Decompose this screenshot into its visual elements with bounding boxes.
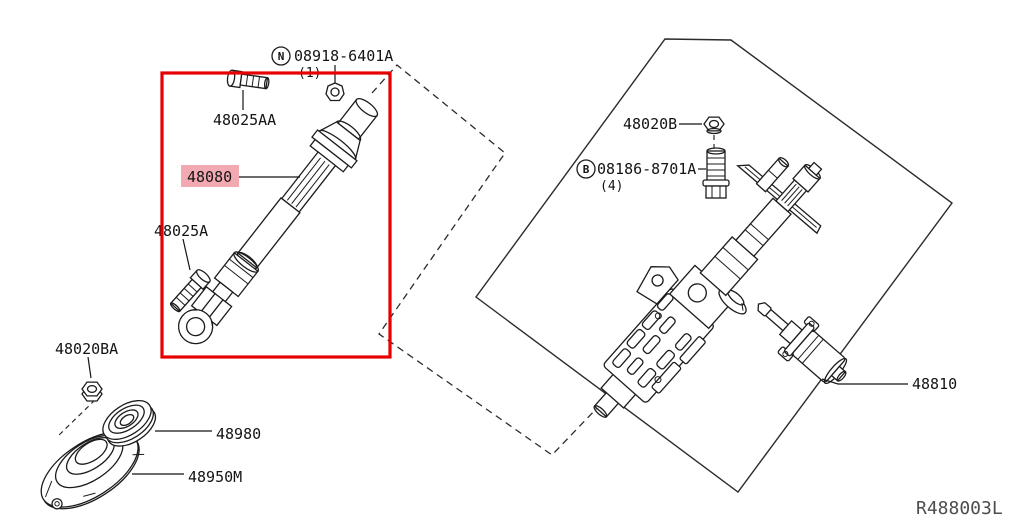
- nut-08918-drawing: [325, 82, 345, 102]
- quantity-b: (4): [600, 179, 623, 194]
- bolt-48025a-drawing: [169, 269, 211, 313]
- part-label-48080: 48080: [187, 168, 232, 186]
- seal-48980-drawing: [102, 399, 157, 447]
- solid-plane-outline: [475, 38, 953, 493]
- part-label-48025a: 48025A: [154, 222, 208, 240]
- highlighted-part-label-48080[interactable]: 48080: [181, 165, 239, 187]
- bolt-08186-drawing: [702, 147, 730, 199]
- callout-bolt-b: B 08186-8701A (4): [576, 159, 696, 194]
- label-highlight-bg: [181, 165, 239, 187]
- tilt-motor-drawing: [757, 302, 848, 385]
- nut-48020b-drawing: [703, 116, 725, 135]
- dashed-plane-outline: [371, 64, 622, 456]
- callout-symbol-b: B: [583, 163, 590, 176]
- part-label-48020ba: 48020BA: [55, 340, 118, 358]
- part-label-48980: 48980: [216, 425, 261, 443]
- diagram-reference-code: R488003L: [916, 498, 1003, 519]
- callout-symbol-n: N: [278, 50, 285, 63]
- leader-lines: [87, 65, 908, 475]
- part-label-48950m: 48950M: [188, 468, 242, 486]
- intermediate-shaft-drawing: [177, 98, 379, 345]
- highlight-selection-box: [160, 71, 392, 359]
- steering-column-drawing: [593, 157, 823, 418]
- callout-nut-n: N 08918-6401A (1): [271, 46, 393, 81]
- part-label-08918-6401a: 08918-6401A: [294, 47, 393, 65]
- part-label-48020b: 48020B: [623, 115, 677, 133]
- part-label-48025aa: 48025AA: [213, 111, 276, 129]
- part-label-08186-8701a: 08186-8701A: [597, 160, 696, 178]
- part-label-48810: 48810: [912, 375, 957, 393]
- nut-48020ba-drawing: [56, 381, 103, 438]
